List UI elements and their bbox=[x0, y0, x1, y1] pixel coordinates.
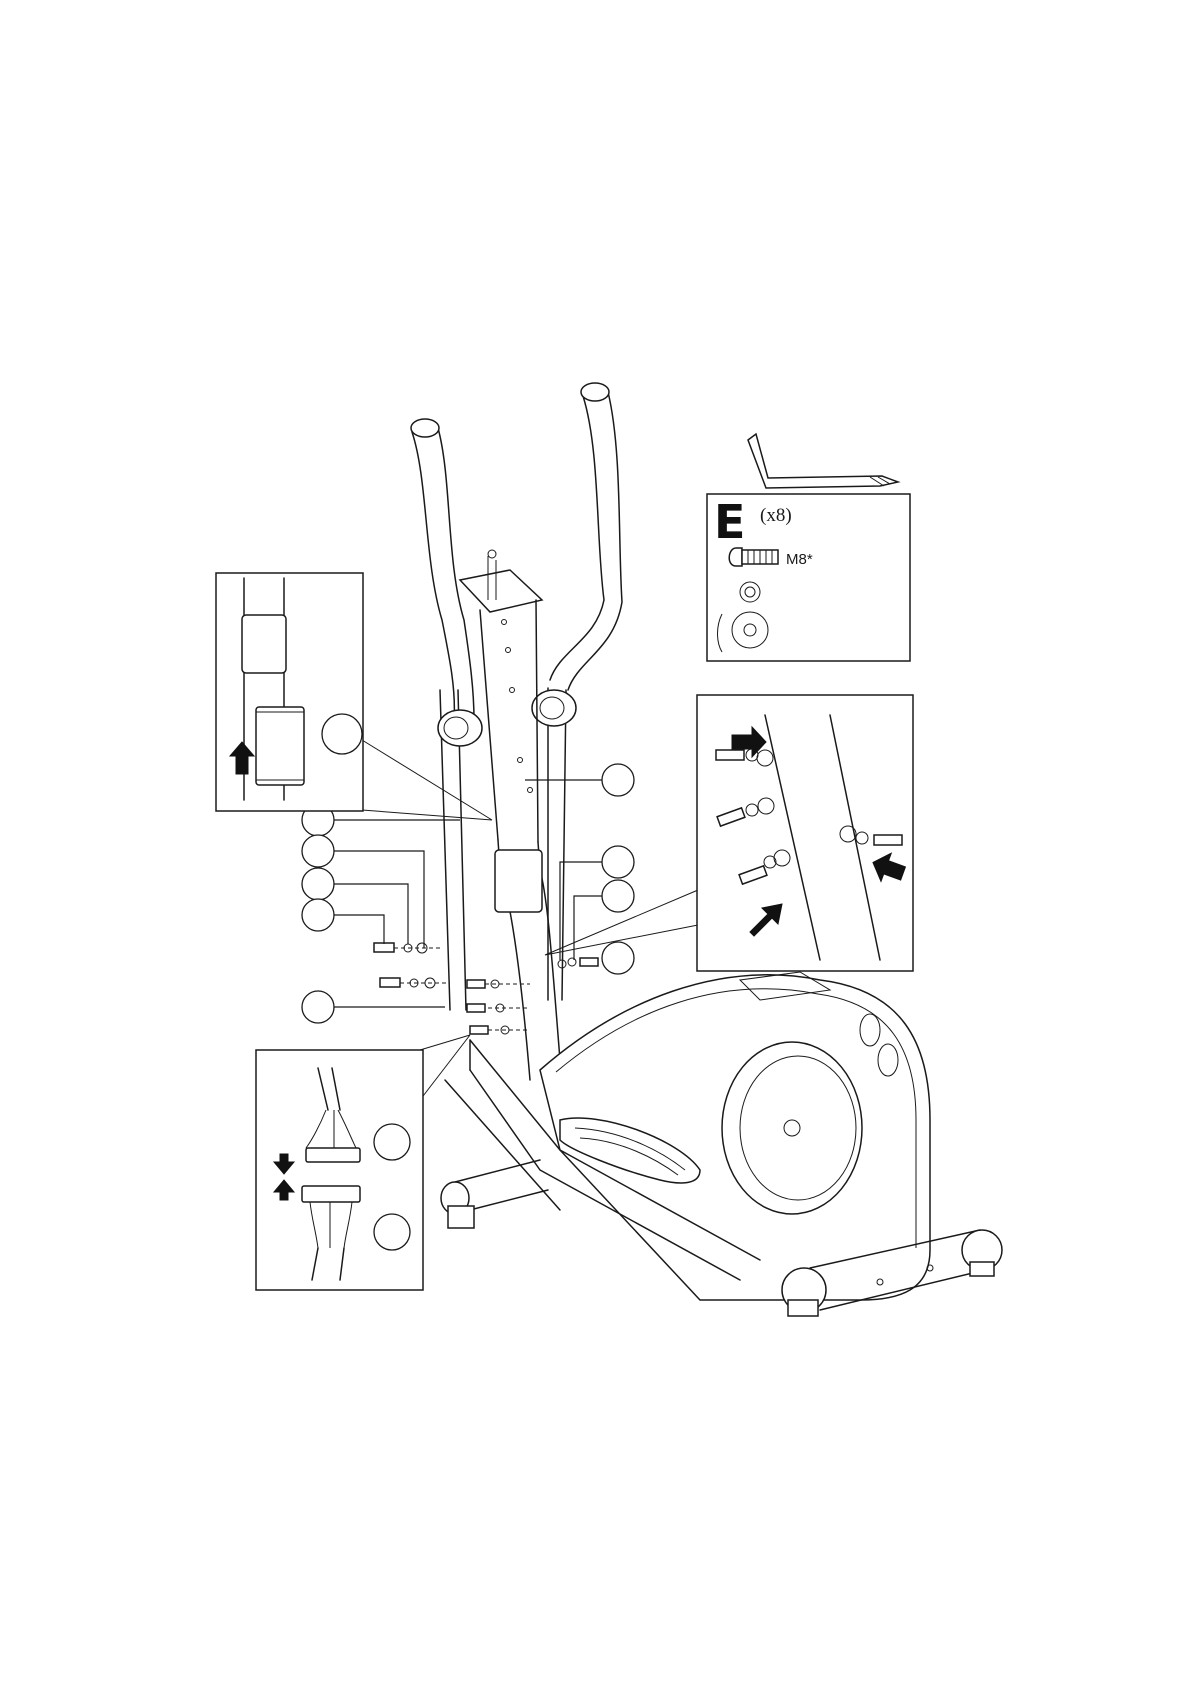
part-letter: E bbox=[714, 495, 745, 549]
detail-box-grip bbox=[216, 573, 492, 820]
callout-circle bbox=[302, 991, 334, 1023]
callout-circle bbox=[302, 835, 334, 867]
upright-post bbox=[460, 550, 560, 1080]
part-quantity: (x8) bbox=[760, 505, 792, 526]
post-bolts bbox=[467, 958, 598, 1034]
callout-circle bbox=[374, 1124, 410, 1160]
callout-circle bbox=[602, 846, 634, 878]
bolt-size: M8* bbox=[786, 551, 813, 568]
callout-circle bbox=[322, 714, 362, 754]
loose-hardware bbox=[374, 943, 450, 988]
allen-key-tool bbox=[748, 434, 898, 488]
bolt-icon bbox=[729, 548, 778, 566]
callout-circle bbox=[374, 1214, 410, 1250]
detail-box-bolts bbox=[545, 695, 913, 971]
callout-circle bbox=[602, 880, 634, 912]
front-stabilizer bbox=[441, 1160, 548, 1228]
callout-circle bbox=[302, 899, 334, 931]
callout-circle bbox=[602, 764, 634, 796]
callout-circle bbox=[302, 868, 334, 900]
detail-box-connector bbox=[256, 1035, 470, 1290]
callout-circle bbox=[602, 942, 634, 974]
hardware-box: E (x8) M8* bbox=[707, 494, 910, 661]
left-handlebar bbox=[411, 419, 482, 1010]
